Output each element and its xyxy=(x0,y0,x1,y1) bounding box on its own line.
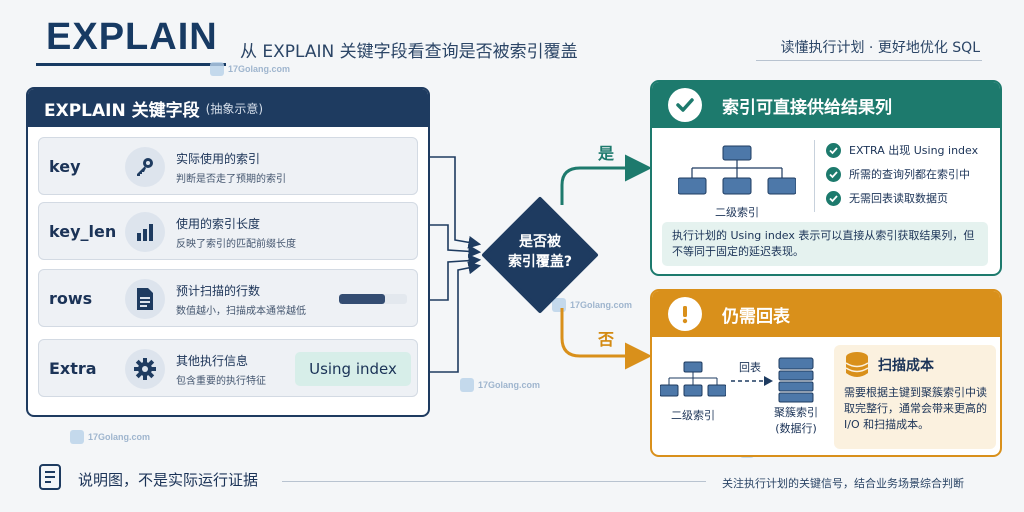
covered-index-header: 索引可直接供给结果列 xyxy=(652,82,1000,128)
no-arrow xyxy=(560,308,652,370)
covered-index-panel: 索引可直接供给结果列 二级索引 EXTRA 出现 Using index 所需的… xyxy=(650,80,1002,276)
yes-divider xyxy=(814,140,815,212)
gear-icon xyxy=(125,349,165,389)
field-row-rows: rows 预计扫描的行数 数值越小，扫描成本通常越低 xyxy=(38,269,418,327)
field-desc: 反映了索引的匹配前缀长度 xyxy=(176,239,296,250)
check-item: EXTRA 出现 Using index xyxy=(826,142,978,158)
scan-cost-box: 扫描成本 需要根据主键到聚簇索引中读取完整行，通常会带来更高的 I/O 和扫描成… xyxy=(834,345,996,449)
header-rule xyxy=(756,60,982,61)
covered-index-title: 索引可直接供给结果列 xyxy=(722,97,892,118)
connector-key-len xyxy=(420,224,482,258)
clustered-index-label: 聚簇索引 (数据行) xyxy=(774,406,818,435)
explain-fields-title: EXPLAIN 关键字段 xyxy=(44,100,200,121)
field-key-name: key xyxy=(49,156,81,176)
connector-key xyxy=(420,156,482,249)
connector-rows xyxy=(420,254,482,301)
no-branch-label: 否 xyxy=(598,330,615,349)
footer-note: 说明图，不是实际运行证据 xyxy=(78,471,259,489)
back-to-table-panel: 仍需回表 二级索引 回表 聚簇索引 (数据行) 扫描成本 需要根据主键到聚簇索引… xyxy=(650,289,1002,457)
field-row-extra: Extra 其他执行信息 包含重要的执行特征 Using index xyxy=(38,339,418,397)
connector-extra xyxy=(420,261,482,373)
back-to-table-header: 仍需回表 xyxy=(652,291,1000,337)
field-title: 使用的索引长度 xyxy=(176,217,261,231)
check-item: 所需的查询列都在索引中 xyxy=(826,166,970,182)
footer-advice: 关注执行计划的关键信号，结合业务场景综合判断 xyxy=(722,477,964,490)
document-list-icon xyxy=(39,464,61,490)
scan-cost-desc: 需要根据主键到聚簇索引中读取完整行，通常会带来更高的 I/O 和扫描成本。 xyxy=(844,386,987,431)
watermark: 17Golang.com xyxy=(210,62,290,76)
field-title: 实际使用的索引 xyxy=(176,152,261,166)
page-title: EXPLAIN xyxy=(46,16,218,58)
secondary-index-tree xyxy=(678,145,796,195)
footer-rule xyxy=(282,481,706,482)
bar-chart-icon xyxy=(125,212,165,252)
field-desc: 数值越小，扫描成本通常越低 xyxy=(176,306,306,317)
check-icon xyxy=(826,190,841,206)
page-tagline: 读懂执行计划 · 更好地优化 SQL xyxy=(780,40,980,56)
field-desc: 包含重要的执行特征 xyxy=(176,376,266,387)
document-icon xyxy=(125,279,165,319)
explain-fields-header: EXPLAIN 关键字段 (抽象示意) xyxy=(28,89,428,127)
field-key-name: rows xyxy=(49,288,93,308)
watermark: 17Golang.com xyxy=(70,430,150,444)
watermark-logo-icon xyxy=(460,378,474,392)
back-to-table-arrow-label: 回表 xyxy=(739,361,761,374)
dashed-arrow-icon xyxy=(731,376,773,386)
alert-circle-icon xyxy=(668,297,702,331)
watermark: 17Golang.com xyxy=(460,378,540,392)
check-icon xyxy=(826,142,841,158)
field-key-name: key_len xyxy=(49,221,117,241)
rows-bar-fill xyxy=(339,294,386,304)
field-desc: 判断是否走了预期的索引 xyxy=(176,174,286,185)
check-circle-icon xyxy=(668,88,702,122)
key-icon xyxy=(125,147,165,187)
covered-index-note: 执行计划的 Using index 表示可以直接从索引获取结果列，但不等同于固定… xyxy=(662,222,988,266)
check-item: 无需回表读取数据页 xyxy=(826,190,948,206)
secondary-index-tree xyxy=(660,361,726,397)
using-index-chip: Using index xyxy=(295,352,411,386)
field-row-key-len: key_len 使用的索引长度 反映了索引的匹配前缀长度 xyxy=(38,202,418,260)
database-icon xyxy=(845,352,869,377)
secondary-index-label: 二级索引 xyxy=(715,206,759,219)
yes-arrow xyxy=(560,154,652,205)
back-to-table-title: 仍需回表 xyxy=(722,306,790,327)
title-underline xyxy=(36,63,226,66)
page-subtitle: 从 EXPLAIN 关键字段看查询是否被索引覆盖 xyxy=(240,42,578,62)
scan-cost-title: 扫描成本 xyxy=(878,358,934,374)
watermark-logo-icon xyxy=(70,430,84,444)
explain-fields-panel: EXPLAIN 关键字段 (抽象示意) key 实际使用的索引 判断是否走了预期… xyxy=(26,87,430,417)
rows-bar xyxy=(339,294,407,304)
watermark-logo-icon xyxy=(210,62,224,76)
yes-branch-label: 是 xyxy=(598,144,615,163)
field-title: 预计扫描的行数 xyxy=(176,284,261,298)
field-key-name: Extra xyxy=(49,358,97,378)
secondary-index-label: 二级索引 xyxy=(671,409,715,422)
field-row-key: key 实际使用的索引 判断是否走了预期的索引 xyxy=(38,137,418,195)
clustered-index-icon xyxy=(778,357,814,403)
check-icon xyxy=(826,166,841,182)
explain-fields-subtitle: (抽象示意) xyxy=(205,101,264,116)
field-title: 其他执行信息 xyxy=(176,354,249,368)
decision-diamond xyxy=(482,197,598,313)
decision-text: 是否被 索引覆盖? xyxy=(507,234,573,270)
